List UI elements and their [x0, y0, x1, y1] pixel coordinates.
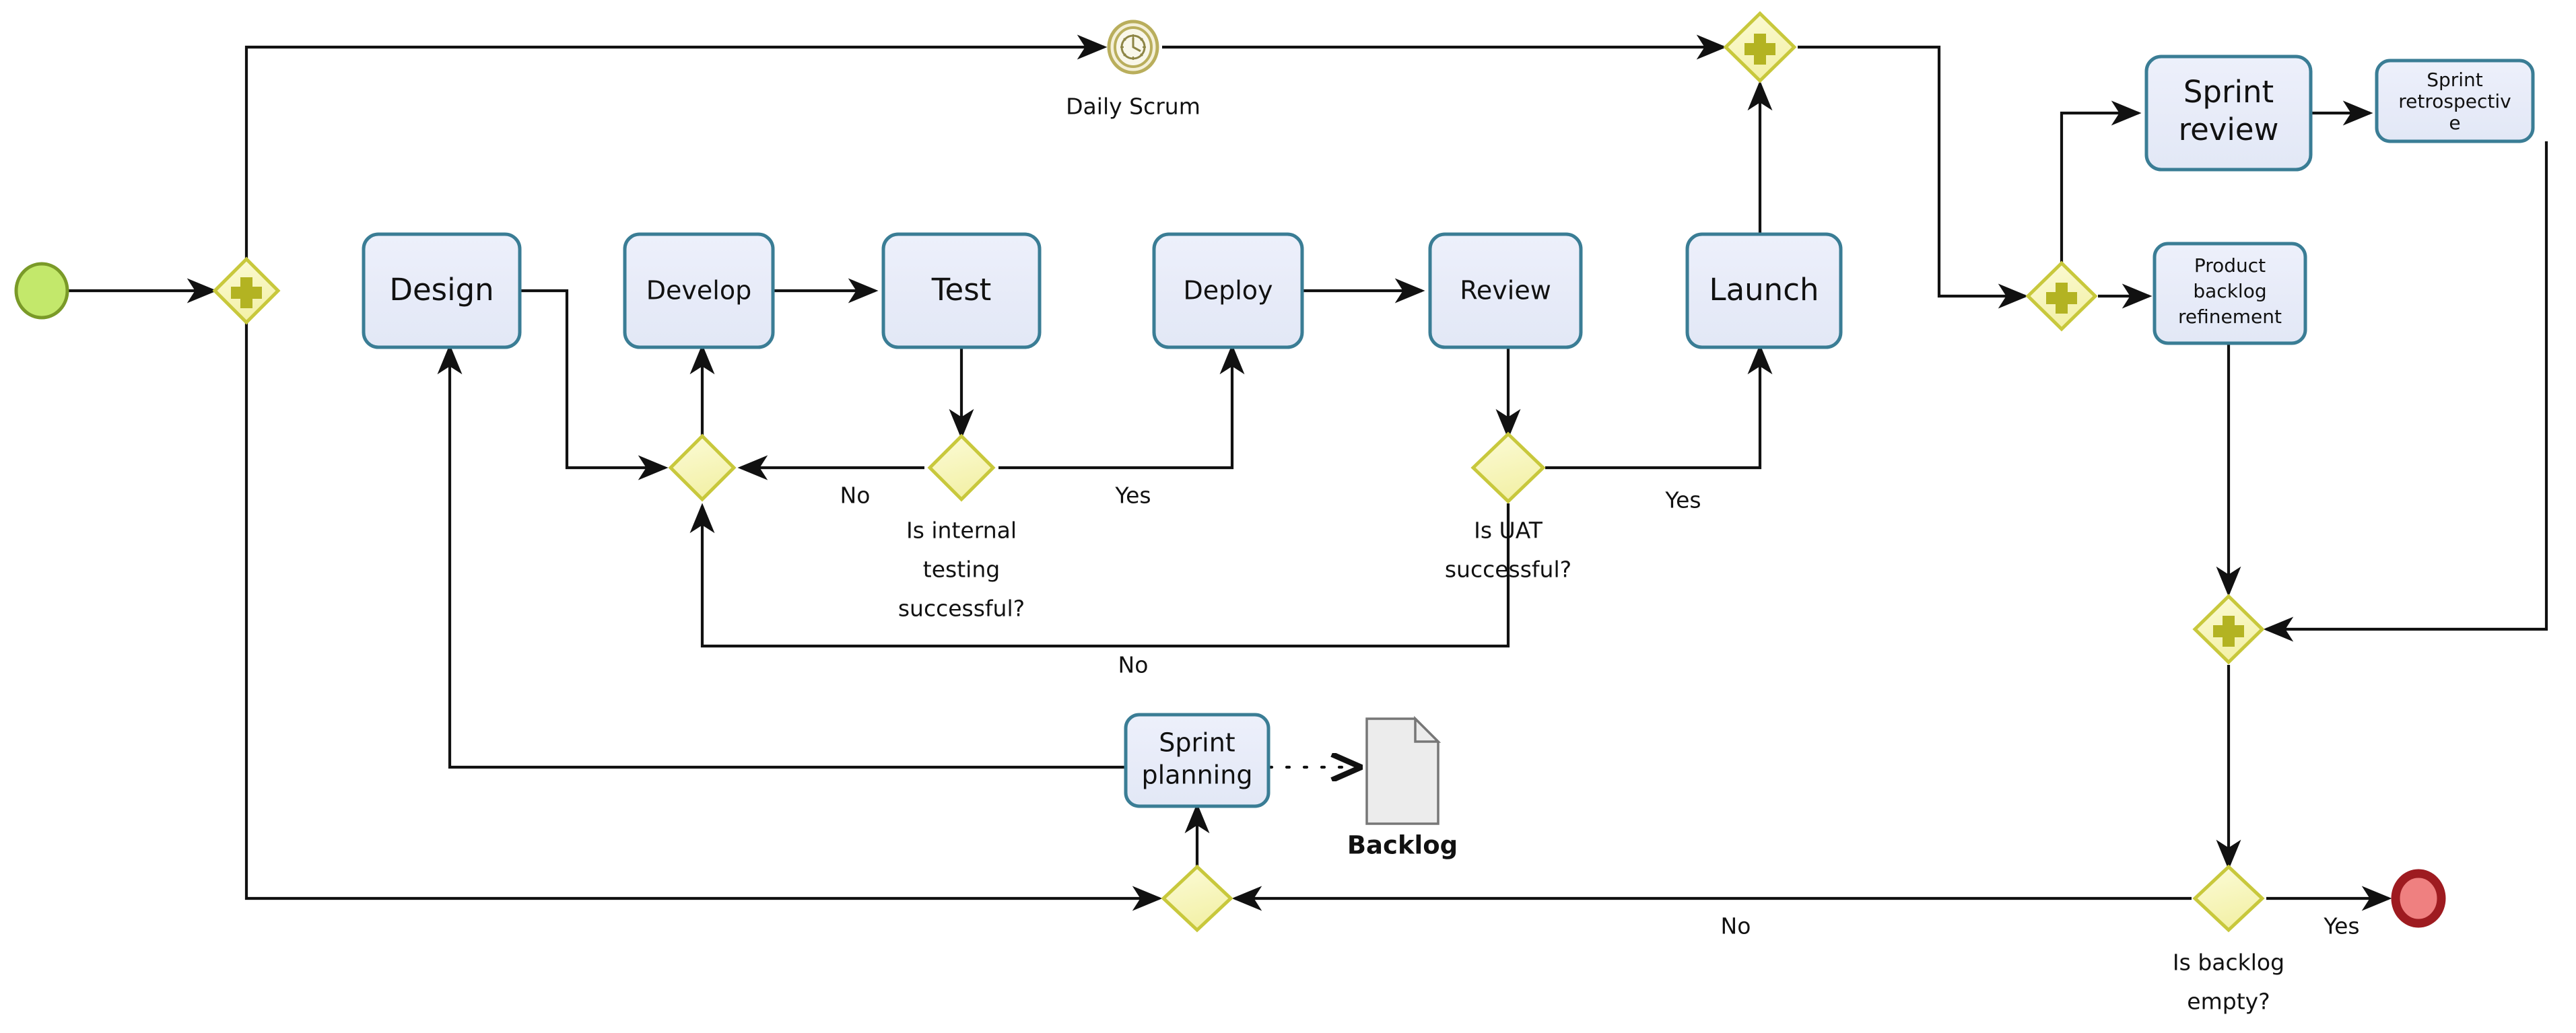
task-sprint-retrospective-label-line2: retrospectiv — [2398, 90, 2511, 112]
sequence-flows — [48, 34, 2548, 911]
gw-sprint-split[interactable] — [2025, 260, 2098, 332]
gw-backlog-empty-caption-line2: empty? — [2187, 989, 2270, 1015]
end-event[interactable] — [2391, 869, 2446, 928]
flow-uat-yes-to-launch — [1545, 344, 1773, 470]
task-develop-label: Develop — [646, 276, 751, 306]
gw-internal-testing[interactable] — [927, 433, 996, 502]
task-sprint-retrospective-label-line3: e — [2449, 112, 2460, 134]
gw-internal-testing-caption-line3: successful? — [898, 596, 1025, 622]
gw-uat-caption-line2: successful? — [1445, 557, 1571, 583]
flow-top-join-to-sprint-split — [1798, 45, 2029, 309]
edge-label-uat-no: No — [1118, 652, 1149, 678]
task-sprint-retrospective-label-line1: Sprint — [2427, 69, 2483, 91]
task-sprint-retrospective[interactable]: Sprint retrospectiv e — [2375, 59, 2535, 143]
flow-retrospective-to-sprint-join — [2263, 141, 2548, 642]
task-launch[interactable]: Launch — [1685, 232, 1843, 349]
flow-sprint-planning-to-design — [437, 344, 1126, 769]
gw-uat-caption-line1: Is UAT — [1474, 518, 1543, 544]
task-develop[interactable]: Develop — [623, 232, 775, 349]
task-product-backlog-refinement-label-line1: Product — [2194, 254, 2266, 277]
flow-sprint-split-to-sprint-review — [2060, 100, 2142, 264]
task-sprint-planning[interactable]: Sprint planning — [1124, 713, 1270, 808]
task-design[interactable]: Design — [362, 232, 522, 349]
task-deploy-label: Deploy — [1183, 276, 1273, 306]
task-sprint-review-label-line2: review — [2179, 112, 2279, 147]
flow-internal-testing-yes — [998, 344, 1245, 470]
task-launch-label: Launch — [1709, 272, 1819, 308]
gw-sprint-join[interactable] — [2192, 594, 2265, 665]
task-design-label: Design — [389, 272, 494, 308]
edge-label-backlog-empty-yes: Yes — [2323, 913, 2359, 939]
start-event[interactable] — [14, 262, 69, 320]
gw-internal-testing-caption-line2: testing — [923, 557, 1000, 583]
gw-top-join[interactable] — [1723, 11, 1797, 83]
task-review[interactable]: Review — [1428, 232, 1583, 349]
edge-label-backlog-empty-no: No — [1721, 913, 1751, 939]
task-test-label: Test — [931, 272, 992, 308]
task-review-label: Review — [1460, 276, 1551, 306]
gw-start-split[interactable] — [212, 256, 281, 325]
flow-split-up-to-daily-scrum — [244, 34, 1108, 291]
task-sprint-review-label-line1: Sprint — [2183, 74, 2274, 110]
task-sprint-review[interactable]: Sprint review — [2144, 55, 2313, 172]
daily-scrum-label: Daily Scrum — [1066, 94, 1200, 120]
task-product-backlog-refinement-label-line2: backlog — [2193, 280, 2266, 302]
data-object-backlog-label: Backlog — [1347, 831, 1458, 860]
flow-uat-no-to-develop-merge — [689, 503, 1510, 648]
task-product-backlog-refinement-label-line3: refinement — [2178, 306, 2282, 328]
gw-planning-merge[interactable] — [1161, 864, 1233, 933]
edge-label-internal-testing-yes: Yes — [1114, 483, 1151, 509]
task-product-backlog-refinement[interactable]: Product backlog refinement — [2153, 242, 2307, 345]
data-object-backlog[interactable] — [1365, 715, 1442, 825]
edge-labels: No Yes Yes No Yes No — [840, 483, 2360, 939]
task-deploy[interactable]: Deploy — [1152, 232, 1304, 349]
gw-backlog-empty[interactable] — [2192, 864, 2265, 933]
task-test[interactable]: Test — [881, 232, 1042, 349]
flow-design-to-develop-merge — [520, 289, 669, 480]
timer-intermediate-event[interactable] — [1107, 20, 1159, 75]
edge-label-uat-yes: Yes — [1664, 487, 1701, 513]
gw-backlog-empty-caption-line1: Is backlog — [2173, 950, 2284, 976]
gw-develop-merge[interactable] — [668, 433, 737, 502]
task-sprint-planning-label-line2: planning — [1142, 760, 1253, 790]
gw-uat[interactable] — [1470, 431, 1546, 504]
gw-internal-testing-caption-line1: Is internal — [906, 518, 1017, 544]
flow-split-down-to-planning-merge — [244, 291, 1163, 911]
task-sprint-planning-label-line1: Sprint — [1159, 728, 1235, 758]
edge-label-internal-testing-no: No — [840, 483, 871, 509]
